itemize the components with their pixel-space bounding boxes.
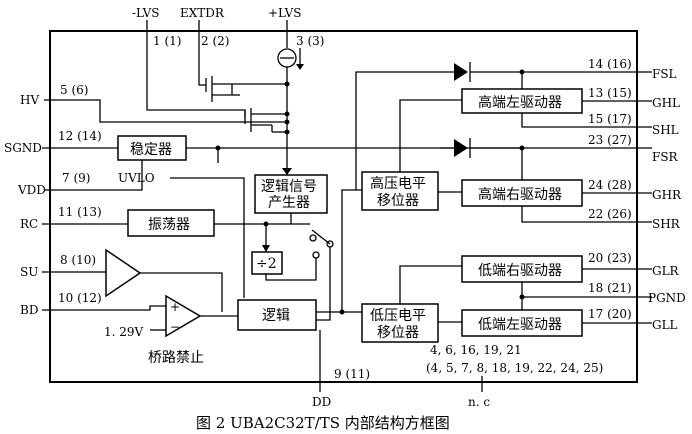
high-right-driver-label: 高端右驱动器 <box>478 186 562 203</box>
switch-to-logic-wire <box>316 247 331 321</box>
hv-shifter-to-high-left <box>399 99 462 172</box>
su-buffer-out <box>140 272 223 312</box>
divider-block <box>251 251 283 275</box>
logic-label: 逻辑 <box>262 308 290 324</box>
su-buffer-icon <box>105 248 142 298</box>
pin3-label: 3 (3) <box>296 34 324 48</box>
ghr-label: GHR <box>652 188 682 202</box>
hv-pin: 5 (6) <box>60 83 88 97</box>
high-left-driver-label: 高端左驱动器 <box>478 94 562 111</box>
sgnd-pin: 12 (14) <box>58 129 102 143</box>
divider-arrow-icon <box>262 245 270 252</box>
glr-pin: 20 (23) <box>588 251 632 265</box>
shl-pin: 15 (17) <box>588 112 632 126</box>
nc-pins-line1: 4, 6, 16, 19, 21 <box>430 343 522 357</box>
logic-signal-label-2: 产生器 <box>268 195 310 211</box>
high-right-driver-block <box>461 179 583 207</box>
regulator-label: 稳定器 <box>130 142 172 158</box>
pgnd-pin: 18 (21) <box>588 281 632 295</box>
gll-pin: 17 (20) <box>588 307 632 321</box>
comparator-icon <box>165 294 202 338</box>
logic-block <box>237 299 317 331</box>
extdr-label: EXTDR <box>180 6 225 20</box>
uvlo-wire <box>170 177 245 298</box>
comparator-minus: − <box>170 320 180 334</box>
vdd-wire <box>44 160 143 191</box>
hv-shifter-label-1: 高压电平 <box>370 175 426 192</box>
low-left-driver-label: 低端左驱动器 <box>478 317 562 333</box>
transistor-lvs-icon <box>244 108 290 135</box>
su-pin: 8 (10) <box>60 253 96 267</box>
figure-caption: 图 2 UBA2C32T/TS 内部结构方框图 <box>196 414 450 432</box>
ghr-pin: 24 (28) <box>588 178 632 192</box>
rc-label: RC <box>20 217 38 231</box>
fsl-pin: 14 (16) <box>588 57 632 71</box>
pgnd-wire <box>521 282 652 310</box>
switch-icon <box>309 229 334 259</box>
low-right-driver-block <box>461 255 583 283</box>
dd-label: DD <box>312 395 331 409</box>
hv-shifter-left-up <box>355 71 440 190</box>
divider-out-wire <box>265 258 317 281</box>
oscillator-label: 振荡器 <box>148 217 190 233</box>
shl-label: SHL <box>652 123 679 137</box>
lvs-pos-label: +LVS <box>268 6 302 20</box>
fsr-label: FSR <box>652 150 679 164</box>
uvlo-label: UVLO <box>118 171 155 185</box>
pin1-label: 1 (1) <box>153 34 181 48</box>
shr-pin: 22 (26) <box>588 207 632 221</box>
bd-label: BD <box>20 303 38 317</box>
pgnd-label: PGND <box>648 291 686 305</box>
shr-label: SHR <box>652 217 681 231</box>
lv-shifter-to-low-right <box>399 265 462 304</box>
oscillator-block <box>127 209 215 237</box>
vdd-label: VDD <box>17 183 46 197</box>
hv-wire <box>44 99 287 123</box>
transistor-extdr-icon <box>205 76 290 102</box>
shr-wire <box>521 206 652 223</box>
hv-label: HV <box>20 93 39 107</box>
diode-fsl-icon <box>454 62 471 82</box>
glr-label: GLR <box>652 264 680 278</box>
low-right-driver-label: 低端右驱动器 <box>478 263 562 279</box>
vdd-pin: 7 (9) <box>62 171 90 185</box>
fsr-pin: 23 (27) <box>588 133 632 147</box>
bd-pin: 10 (12) <box>58 291 102 305</box>
ghl-pin: 13 (15) <box>588 86 632 100</box>
extdr-wire <box>198 20 206 86</box>
fsl-label: FSL <box>652 67 677 81</box>
dd-pin: 9 (11) <box>334 367 370 381</box>
logic-signal-label-1: 逻辑信号 <box>261 179 317 195</box>
su-label: SU <box>20 265 38 279</box>
ghl-label: GHL <box>652 96 680 110</box>
vref-label: 1. 29V <box>104 325 144 339</box>
bridge-disable-label: 桥路禁止 <box>148 350 204 366</box>
nc-pins-line2: (4, 5, 7, 8, 18, 19, 22, 24, 25) <box>426 361 603 375</box>
logic-to-hv-shifter <box>341 189 362 312</box>
hv-shifter-block <box>361 171 439 211</box>
gll-label: GLL <box>652 318 678 332</box>
arrow-down-icon <box>282 168 292 175</box>
lvs-neg-label: -LVS <box>132 6 160 20</box>
lv-shifter-label-1: 低压电平 <box>370 308 426 324</box>
lv-shifter-label-2: 移位器 <box>377 325 419 341</box>
shl-wire <box>521 113 652 128</box>
current-source-icon <box>277 48 304 70</box>
chip-outline <box>49 30 638 383</box>
pin2-label: 2 (2) <box>201 34 229 48</box>
sgnd-label: SGND <box>4 141 42 155</box>
comparator-plus: + <box>170 300 180 314</box>
divider-label: ÷2 <box>256 256 277 272</box>
nc-label: n. c <box>468 395 490 409</box>
diode-fsr-icon <box>454 138 471 158</box>
lv-shifter-block <box>361 303 439 343</box>
bd-wire <box>42 305 166 311</box>
regulator-block <box>117 135 187 161</box>
hv-shifter-label-2: 移位器 <box>377 193 419 209</box>
rc-pin: 11 (13) <box>58 205 102 219</box>
